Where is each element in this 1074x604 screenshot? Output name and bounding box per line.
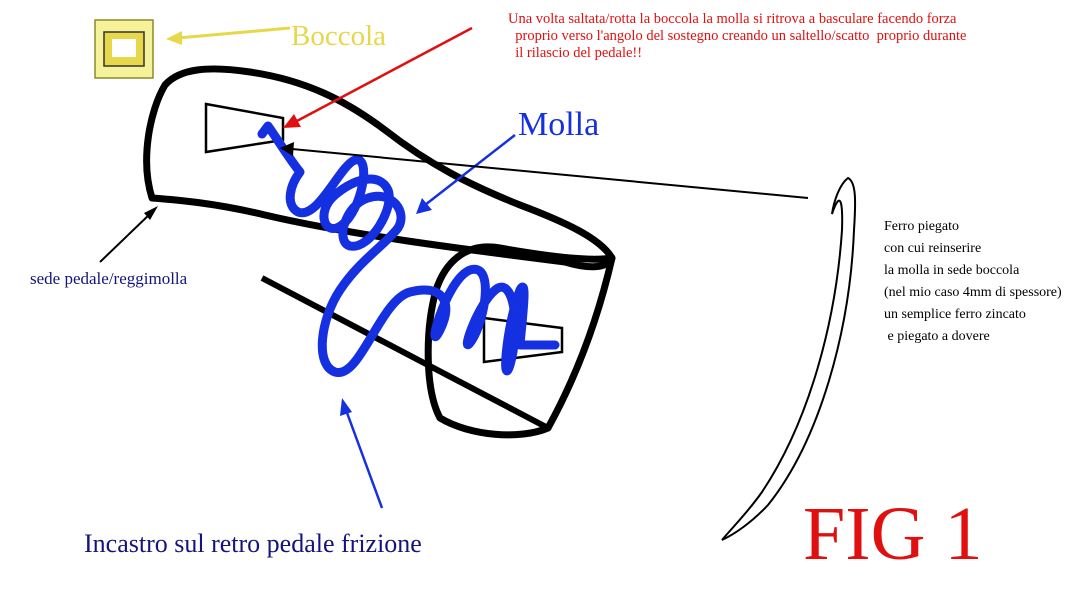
lower-bracket (482, 316, 564, 364)
ferro-piegato (721, 176, 857, 541)
molla-arrow (416, 134, 516, 214)
pedal-edge-line (260, 275, 550, 431)
boccola-arrow (166, 26, 291, 45)
ferro-label: Ferro piegato con cui reinserire la moll… (884, 219, 1062, 344)
note-text: Una volta saltata/rotta la boccola la mo… (508, 11, 967, 61)
upper-bracket (204, 102, 285, 154)
molla-label: Molla (518, 106, 600, 143)
boccola-icon (94, 19, 154, 79)
incastro-outline (424, 243, 616, 439)
sede-label: sede pedale/reggimolla (30, 269, 188, 288)
molla-spring (257, 121, 560, 377)
pedal-seat-outline (143, 65, 616, 271)
ferro-pointer (280, 142, 809, 199)
incastro-arrow (340, 398, 384, 509)
incastro-label: Incastro sul retro pedale frizione (84, 529, 422, 558)
boccola-label: Boccola (291, 20, 387, 52)
note-arrow (283, 26, 473, 128)
figure-number: FIG 1 (803, 492, 983, 576)
sede-arrow (99, 206, 158, 263)
